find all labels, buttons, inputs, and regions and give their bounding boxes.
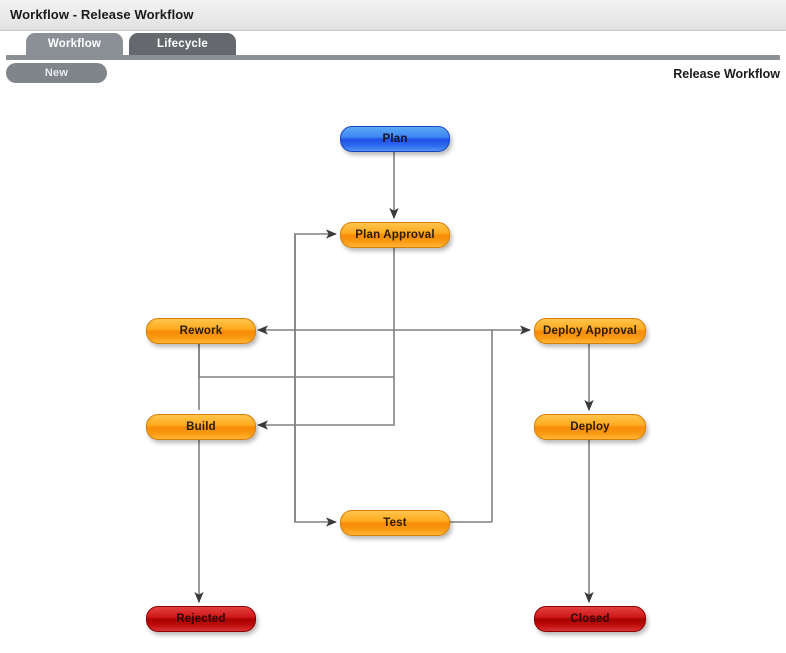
tab-strip: Workflow Lifecycle [0, 31, 786, 57]
new-button[interactable]: New [6, 63, 107, 83]
workflow-node-closed[interactable]: Closed [534, 606, 646, 632]
workflow-edges [194, 150, 594, 604]
edge-test-to-deploy-approval [491, 325, 532, 522]
workflow-diagram-canvas: Plan Plan Approval Rework Deploy Approva… [0, 88, 786, 653]
workflow-node-plan[interactable]: Plan [340, 126, 450, 152]
edge-plan-approval-to-build [256, 246, 395, 430]
tab-lifecycle[interactable]: Lifecycle [129, 33, 236, 55]
workflow-node-rejected[interactable]: Rejected [146, 606, 256, 632]
window-title: Workflow - Release Workflow [10, 7, 194, 22]
toolbar-divider [6, 55, 780, 60]
tab-workflow[interactable]: Workflow [26, 33, 123, 55]
window-titlebar: Workflow - Release Workflow [0, 0, 786, 31]
workflow-node-test[interactable]: Test [340, 510, 450, 536]
edge-test-to-plan-approval [294, 229, 338, 522]
page-title: Release Workflow [673, 67, 780, 81]
workflow-node-plan-approval[interactable]: Plan Approval [340, 222, 450, 248]
workflow-node-rework[interactable]: Rework [146, 318, 256, 344]
workflow-node-deploy[interactable]: Deploy [534, 414, 646, 440]
edge-plan-approval-to-test [294, 234, 338, 527]
workflow-node-build[interactable]: Build [146, 414, 256, 440]
edge-rework-to-build [198, 342, 394, 378]
workflow-node-deploy-approval[interactable]: Deploy Approval [534, 318, 646, 344]
